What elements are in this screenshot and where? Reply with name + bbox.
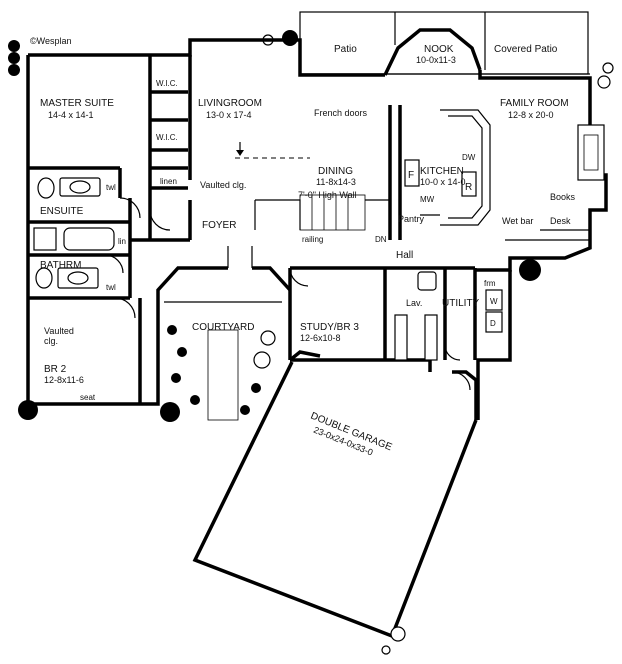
foyer-label: FOYER (202, 220, 236, 231)
washer-label: W (490, 297, 498, 306)
livingroom-note: Vaulted clg. (200, 180, 246, 190)
wet-bar-label: Wet bar (502, 216, 533, 226)
family-room-dims: 12-8 x 20-0 (508, 110, 554, 120)
pantry-label: Pantry (398, 214, 425, 224)
french-doors-label: French doors (314, 108, 368, 118)
utility-label: UTILITY (442, 298, 480, 309)
dishwasher-label: DW (462, 153, 476, 162)
ensuite-label: ENSUITE (40, 206, 84, 217)
wic-2-label: W.I.C. (156, 133, 178, 142)
study-name: STUDY/BR 3 (300, 322, 359, 333)
br2-seat: seat (80, 393, 96, 402)
study-dims: 12-6x10-8 (300, 333, 341, 343)
dining-note: 7'-0" High Wall (298, 190, 357, 200)
copyright-label: ©Wesplan (30, 36, 71, 46)
br2-note-2: clg. (44, 336, 58, 346)
master-suite-name: MASTER SUITE (40, 98, 114, 109)
patio-area (299, 11, 590, 76)
kitchen-name: KITCHEN (420, 166, 464, 177)
microwave-label: MW (420, 195, 435, 204)
patio-label: Patio (334, 44, 357, 55)
doors (104, 197, 471, 391)
interior-walls (28, 55, 605, 421)
master-suite-dims: 14-4 x 14-1 (48, 110, 94, 120)
books-label: Books (550, 192, 576, 202)
labels: ©Wesplan MASTER SUITE 14-4 x 14-1 W.I.C.… (30, 36, 576, 458)
dryer-label: D (490, 319, 496, 328)
twl-2-label: twl (106, 283, 116, 292)
dn-label: DN (375, 235, 387, 244)
range-label: R (465, 182, 472, 193)
covered-patio-label: Covered Patio (494, 44, 558, 55)
railing-label: railing (302, 235, 323, 244)
nook-dims: 10-0x11-3 (416, 55, 456, 65)
bathrm-label: BATHRM (40, 260, 81, 271)
dining-name: DINING (318, 166, 353, 177)
nook-name: NOOK (424, 44, 454, 55)
br2-dims: 12-8x11-6 (44, 375, 84, 385)
exterior-walls (26, 38, 608, 639)
br2-note-1: Vaulted (44, 326, 74, 336)
twl-1-label: twl (106, 183, 116, 192)
courtyard-label: COURTYARD (192, 322, 254, 333)
linen-label: linen (160, 177, 177, 186)
lin-label: lin (118, 237, 126, 246)
livingroom-name: LIVINGROOM (198, 98, 262, 109)
wic-1-label: W.I.C. (156, 79, 178, 88)
br2-name: BR 2 (44, 364, 67, 375)
fridge-label: F (408, 170, 414, 181)
dining-dims: 11-8x14-3 (316, 177, 356, 187)
fixtures (33, 177, 437, 291)
kitchen-dims: 10-0 x 14-0 (420, 177, 466, 187)
hall-label: Hall (396, 250, 413, 261)
lav-label: Lav. (406, 298, 422, 308)
livingroom-dims: 13-0 x 17-4 (206, 110, 252, 120)
desk-label: Desk (550, 216, 571, 226)
family-room-name: FAMILY ROOM (500, 98, 569, 109)
frm-label: frm (484, 279, 496, 288)
landscaping (8, 30, 614, 655)
